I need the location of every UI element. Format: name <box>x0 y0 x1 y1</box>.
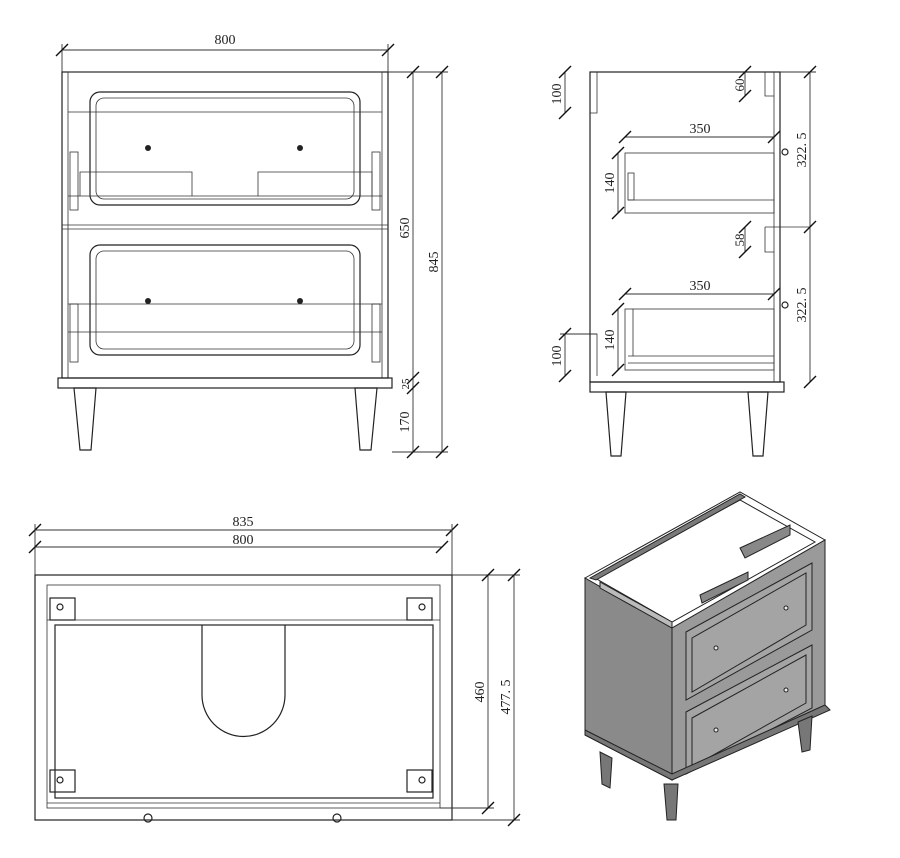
dim-front-plinth: 25 <box>400 378 412 390</box>
top-drawer-front[interactable] <box>89 91 361 206</box>
dim-front-leg-height: 170 <box>398 412 413 433</box>
dim-side-top-rail: 100 <box>550 84 565 105</box>
knob-icon <box>143 813 153 823</box>
dim-side-rail-mid: 58 <box>732 234 747 247</box>
knob-icon <box>145 298 151 304</box>
top-view: 835 800 460 477. 5 <box>28 515 521 827</box>
dim-side-bottom-rail: 100 <box>550 346 565 367</box>
side-view: 100 100 60 58 350 350 140 140 322. 5 322… <box>550 65 817 457</box>
dim-front-width: 800 <box>215 33 236 48</box>
knob-icon <box>332 813 342 823</box>
dim-front-total-height: 845 <box>427 252 442 273</box>
dim-top-overall-depth: 477. 5 <box>499 680 514 715</box>
dim-side-rail-top: 60 <box>732 79 747 92</box>
dim-side-drawer-depth-2: 350 <box>690 279 711 294</box>
dim-top-body-depth: 460 <box>473 682 488 703</box>
isometric-view <box>583 491 831 821</box>
knob-icon <box>145 145 151 151</box>
dim-side-drawer-height-1: 140 <box>603 173 618 194</box>
dim-front-body-height: 650 <box>398 218 413 239</box>
knob-icon <box>781 148 789 156</box>
knob-icon <box>297 145 303 151</box>
plumbing-cutout <box>201 625 286 738</box>
knob-icon <box>297 298 303 304</box>
dim-side-drawer-height-2: 140 <box>603 330 618 351</box>
dim-top-overall-width: 835 <box>233 515 254 530</box>
knob-icon <box>781 301 789 309</box>
front-view: 800 650 845 25 170 <box>55 33 449 459</box>
dim-side-pitch-1: 322. 5 <box>795 133 810 168</box>
dim-top-body-width: 800 <box>233 533 254 548</box>
bottom-drawer-front[interactable] <box>89 244 361 356</box>
dim-side-pitch-2: 322. 5 <box>795 288 810 323</box>
dim-side-drawer-depth-1: 350 <box>690 122 711 137</box>
